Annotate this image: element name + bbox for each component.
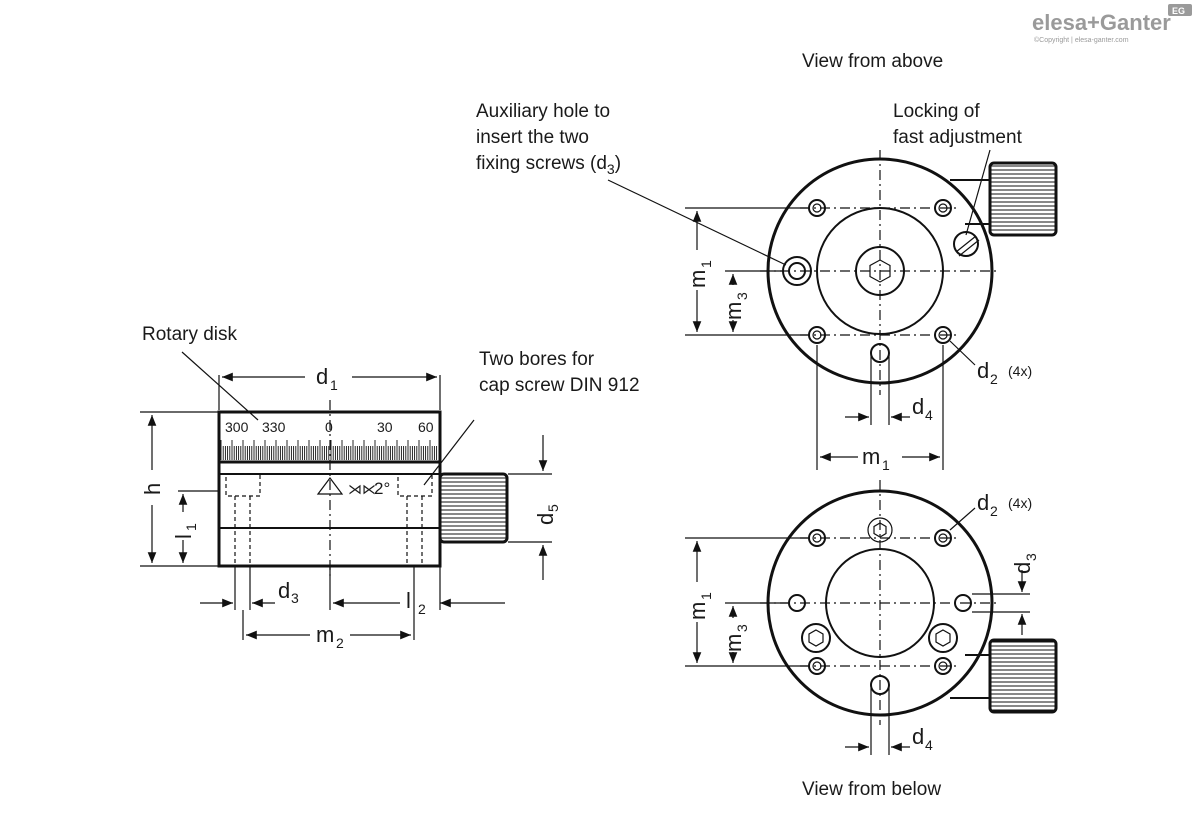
svg-text:2: 2 <box>990 371 998 387</box>
svg-text:3: 3 <box>734 292 750 300</box>
aux-hole-label-line1: Auxiliary hole to <box>476 101 610 122</box>
view-above-title: View from above <box>802 51 943 72</box>
scale-mark-30: 30 <box>377 419 393 435</box>
copyright-text: ©Copyright | elesa-ganter.com <box>1034 36 1129 44</box>
svg-text:3: 3 <box>734 624 750 632</box>
locking-label-line1: Locking of <box>893 101 980 122</box>
logo-badge-icon <box>1168 4 1192 16</box>
svg-text:3: 3 <box>291 590 299 606</box>
svg-text:2: 2 <box>336 635 344 651</box>
scale-mark-330: 330 <box>262 419 286 435</box>
svg-text:m: m <box>721 634 746 652</box>
svg-text:d: d <box>977 490 989 515</box>
svg-text:(4x): (4x) <box>1008 495 1032 511</box>
svg-text:d: d <box>278 578 290 603</box>
two-bores-label-line2: cap screw DIN 912 <box>479 375 640 396</box>
above-hex-socket-icon <box>869 259 891 283</box>
svg-text:d: d <box>977 358 989 383</box>
svg-text:1: 1 <box>882 457 890 473</box>
svg-text:5: 5 <box>545 504 561 512</box>
svg-text:4: 4 <box>925 737 933 753</box>
rotary-disk-label: Rotary disk <box>142 324 238 345</box>
above-knob <box>988 161 1058 237</box>
svg-text:d: d <box>1010 562 1035 574</box>
svg-text:1: 1 <box>183 523 199 531</box>
aux-hole-label-line2: insert the two <box>476 127 589 148</box>
svg-text:m: m <box>316 622 334 647</box>
svg-text:m: m <box>862 444 880 469</box>
side-knob <box>438 472 509 544</box>
scale-mark-60: 60 <box>418 419 434 435</box>
svg-text:4: 4 <box>925 407 933 423</box>
scale-mark-300: 300 <box>225 419 249 435</box>
svg-text:d: d <box>912 394 924 419</box>
logo-badge-text: EG <box>1172 6 1185 16</box>
below-dimensions: d 2 (4x) m 1 m 3 d 3 d <box>685 490 1039 755</box>
view-from-below: View from below <box>760 480 1058 800</box>
svg-text:l: l <box>406 588 411 613</box>
below-cap-screw-top-icon <box>873 522 887 538</box>
locking-screw-icon <box>953 231 979 257</box>
svg-text:d: d <box>533 513 558 525</box>
side-view: 300 330 0 30 60 ⋊⋉ 2° <box>217 400 509 580</box>
view-below-title: View from below <box>802 779 941 800</box>
aux-hole-label-line3: fixing screws (d3) <box>476 153 621 177</box>
logo-text: elesa+Ganter <box>1032 10 1171 35</box>
above-callouts: Auxiliary hole to insert the two fixing … <box>476 101 1023 266</box>
svg-text:1: 1 <box>698 592 714 600</box>
svg-text:⋊⋉: ⋊⋉ <box>348 481 376 497</box>
below-cap-screw-right-icon <box>935 629 951 647</box>
svg-text:d: d <box>316 364 328 389</box>
svg-text:m: m <box>685 270 710 288</box>
view-from-above: View from above <box>760 51 1058 395</box>
scale-mark-0: 0 <box>325 419 333 435</box>
above-dimensions: m 1 m 3 d 4 m 1 d 2 (4x) <box>685 207 1032 473</box>
side-callouts: Rotary disk Two bores for cap screw DIN … <box>142 324 640 486</box>
svg-text:1: 1 <box>698 260 714 268</box>
two-bores-label-line1: Two bores for <box>479 349 595 370</box>
brand-logo: elesa+Ganter EG ©Copyright | elesa-gante… <box>1032 4 1192 44</box>
svg-text:m: m <box>685 602 710 620</box>
locking-label-line2: fast adjustment <box>893 127 1023 148</box>
svg-text:3: 3 <box>1023 553 1039 561</box>
svg-text:l: l <box>171 534 196 539</box>
svg-text:1: 1 <box>330 377 338 393</box>
svg-text:m: m <box>721 302 746 320</box>
pointer-triangle-icon <box>316 477 344 495</box>
below-cap-screw-left-icon <box>808 629 824 647</box>
svg-text:d: d <box>912 724 924 749</box>
svg-text:2: 2 <box>990 503 998 519</box>
svg-text:h: h <box>140 483 165 495</box>
svg-text:2: 2 <box>418 601 426 617</box>
scale-ticks <box>220 440 438 460</box>
side-dimensions: d 1 h l 1 d 5 d 3 <box>140 364 561 651</box>
below-knob <box>988 638 1058 714</box>
svg-text:(4x): (4x) <box>1008 363 1032 379</box>
angle-text: 2° <box>374 479 390 498</box>
